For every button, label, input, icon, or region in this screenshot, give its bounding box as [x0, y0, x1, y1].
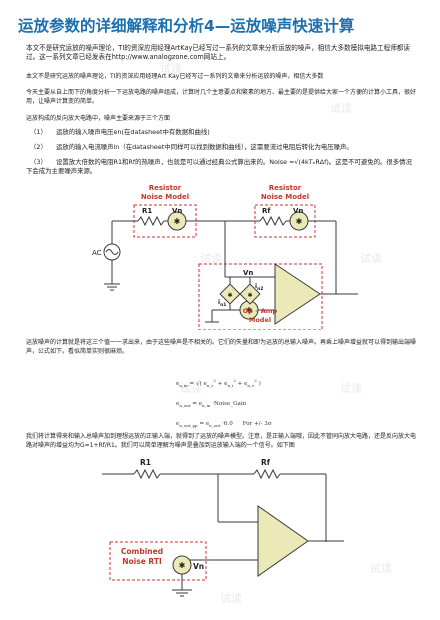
- list-num: （2）: [30, 143, 47, 151]
- noise-star-icon: ✱: [296, 217, 303, 226]
- opamp-model-label: Op – Amp: [243, 307, 278, 315]
- noise-composition-line: 运放构成的反向放大电路中，噪声主要来源于三个方面: [26, 115, 171, 122]
- list-item: （1） 运放的输入噪声电压en(在datasheet中有数据和曲线): [26, 128, 418, 137]
- in2-label: in2: [255, 283, 263, 292]
- intro-paragraph: 本文不是研究运放的噪声理论，TI的资深应用经理ArtKay已经写过一系列的文章来…: [26, 44, 410, 62]
- noise-star-icon: ✱: [179, 561, 186, 570]
- current-source-icon: ✱: [227, 292, 232, 299]
- list-text: 运放的输入噪声电压en(在datasheet中有数据和曲线): [56, 128, 210, 136]
- intro-repeat-line: 本文不是研究运放的噪声理论，TI的资深应用经理Art Kay已经写过一系列的文章…: [26, 73, 324, 80]
- equation-peak-to-peak-noise: en_out_pp = en_out ·6.0 For +/- 3σ: [176, 421, 272, 429]
- list-item: （2） 运放的输入电流噪声in（在datasheet中同样可以找到数据和曲线），这…: [26, 143, 418, 152]
- watermark: 试读: [180, 382, 202, 395]
- combined-noise-label: Combined: [121, 547, 163, 556]
- calculation-paragraph: 运放噪声的计算就是将这三个值一一求出来，由于这些噪声是不相关的。它们的失量和即为…: [26, 339, 417, 356]
- current-source-icon: ✱: [247, 292, 252, 299]
- vn-label: Vn: [243, 269, 253, 277]
- list-num: （1）: [30, 128, 47, 136]
- ac-source-label: AC: [92, 249, 102, 257]
- combined-noise-figure: ✱ R1 Rf Vn Combined Noise RTI: [102, 458, 344, 597]
- r1-noise-model-label: Noise Model: [141, 193, 189, 201]
- intro-paragraph-2: 今天主要从自上而下的角度分析一下运放电路的噪声组成，计算时几个主意要点和繁素的地…: [26, 89, 417, 106]
- noise-star-icon: ✱: [246, 306, 253, 315]
- combined-noise-label: Noise RTI: [122, 557, 162, 566]
- list-num: （3）: [30, 158, 47, 166]
- in1-label: in1: [218, 299, 226, 308]
- vn-label: Vn: [193, 562, 204, 571]
- vn-label: Vn: [172, 207, 182, 215]
- rf-noise-model-label: Resistor: [269, 184, 302, 192]
- equation-output-noise: en_out = en_in ·Noise_Gain: [176, 400, 247, 409]
- r1-label: R1: [140, 458, 151, 467]
- watermark: 试读: [370, 562, 392, 575]
- watermark: 试读: [360, 252, 382, 265]
- watermark: 试读: [330, 102, 352, 115]
- noise-star-icon: ✱: [174, 217, 181, 226]
- page-title: 运放参数的详细解释和分析4—运放噪声快速计算: [18, 17, 355, 35]
- r1-label: R1: [142, 207, 152, 215]
- rf-label: Rf: [261, 458, 271, 467]
- watermark: 试读: [340, 382, 362, 395]
- watermark: 试读: [200, 252, 222, 265]
- watermark: 试读: [160, 62, 182, 75]
- list-text: 设置放大倍数的电阻R1和Rf的热噪声，也就是可以通过经典公式算出来的。Noise…: [26, 158, 412, 175]
- list-text: 运放的输入电流噪声in（在datasheet中同样可以找到数据和曲线），这需要流…: [56, 143, 353, 151]
- equation-block: en_in = √( en_r2 + en_i2 + en_v2 ) en_ou…: [176, 372, 272, 435]
- list-item: （3）设置放大倍数的电阻R1和Rf的热噪声，也就是可以通过经典公式算出来的。No…: [26, 158, 418, 176]
- vn-label: Vn: [293, 207, 303, 215]
- r1-noise-model-label: Resistor: [149, 184, 182, 192]
- rf-noise-model-label: Noise Model: [261, 193, 309, 201]
- opamp-model-label: Model: [249, 316, 271, 324]
- equation-total-input-noise: en_in = √( en_r2 + en_i2 + en_v2 ): [176, 378, 261, 388]
- equivalent-model-paragraph: 我们将计算得来和输入总噪声加到理想运放的正输入端，就得到了运放的噪声模型。注意，…: [26, 433, 417, 450]
- noise-model-figure: ✱ ✱ ✱ ✱ ✱ Resistor Noise Model Resistor …: [92, 184, 358, 330]
- rf-label: Rf: [262, 207, 271, 215]
- watermark: 试读: [220, 592, 242, 605]
